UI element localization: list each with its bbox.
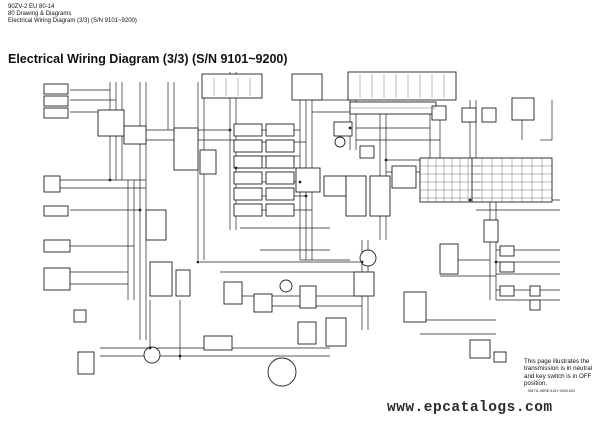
watermark: www.epcatalogs.com — [387, 400, 553, 416]
right-connector-blocks — [333, 121, 553, 203]
left-connectors — [43, 83, 167, 375]
relay-column — [173, 123, 391, 217]
lower-components — [143, 136, 541, 387]
document-code: 90ZV-2 EU 80-14 — [8, 4, 55, 10]
subsection-name: Electrical Wiring Diagram (3/3) (S/N 910… — [8, 18, 137, 24]
diagram-note: This page illustrates the transmission i… — [524, 358, 593, 388]
top-connectors — [201, 71, 535, 123]
junction-dots — [108, 126, 498, 358]
section-name: 80 Drawing & Diagrams — [8, 11, 72, 17]
document-number: SM711-WIRE-9101~9200-003 — [528, 389, 575, 393]
page-title: Electrical Wiring Diagram (3/3) (S/N 910… — [8, 52, 288, 66]
